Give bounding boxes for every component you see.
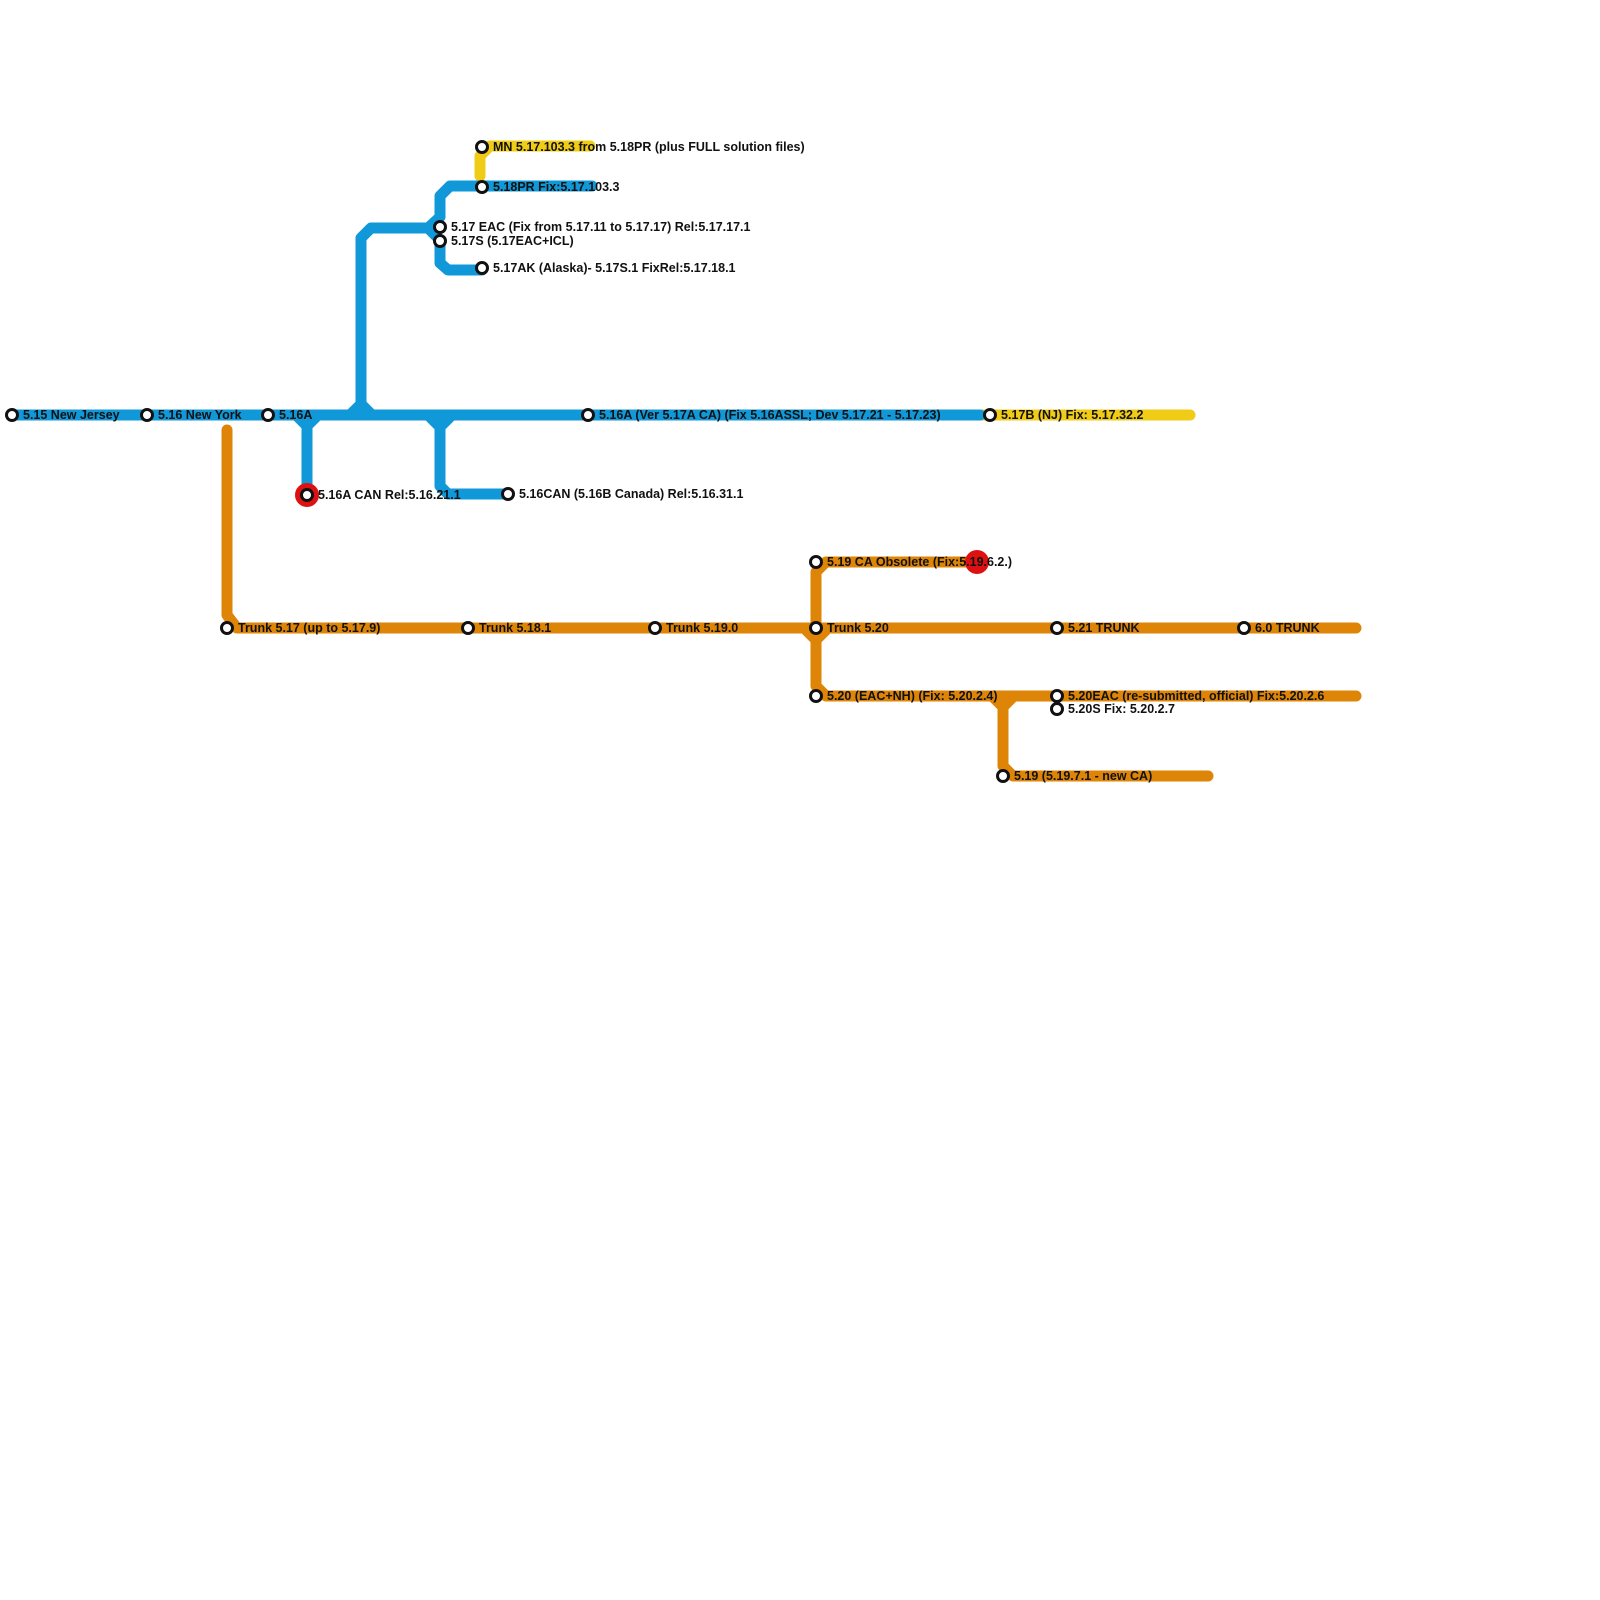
station-marker[interactable] [300, 488, 314, 502]
orange-branch-519ca [810, 556, 981, 634]
blue-branch-up-spur [355, 398, 378, 421]
station-label: 5.16 New York [158, 408, 242, 422]
station-label: 5.20 (EAC+NH) (Fix: 5.20.2.4) [827, 689, 998, 703]
blue-branch-516a-can-spur [301, 409, 324, 432]
station-marker[interactable] [996, 769, 1010, 783]
station-label: 5.18PR Fix:5.17.103.3 [493, 180, 620, 194]
station-label: Trunk 5.20 [827, 621, 889, 635]
station-marker[interactable] [809, 689, 823, 703]
obsolete-endpoint-marker [965, 550, 989, 574]
blue-line [6, 180, 986, 501]
blue-branch-516can [422, 409, 514, 500]
orange-branch-520-spur [810, 622, 834, 646]
station-marker[interactable] [1050, 621, 1064, 635]
station-label: 5.17AK (Alaska)- 5.17S.1 FixRel:5.17.18.… [493, 261, 736, 275]
station-label: 5.16A [279, 408, 312, 422]
station-label: MN 5.17.103.3 from 5.18PR (plus FULL sol… [493, 140, 805, 154]
station-marker[interactable] [461, 621, 475, 635]
station-marker[interactable] [220, 621, 234, 635]
station-label: 5.16CAN (5.16B Canada) Rel:5.16.31.1 [519, 487, 743, 501]
station-marker[interactable] [1237, 621, 1251, 635]
station-marker[interactable] [475, 140, 489, 154]
station-label: 5.19 CA Obsolete (Fix:5.19.6.2.) [827, 555, 1012, 569]
station-marker[interactable] [581, 408, 595, 422]
station-marker[interactable] [475, 261, 489, 275]
blue-branch-516can-spur [434, 409, 458, 433]
station-label: Trunk 5.18.1 [479, 621, 551, 635]
station-label: 5.17B (NJ) Fix: 5.17.32.2 [1001, 408, 1143, 422]
station-label: 6.0 TRUNK [1255, 621, 1320, 635]
orange-branch-519new-spur [997, 690, 1020, 713]
labels: 5.15 New Jersey 5.16 New York 5.16A 5.16A C… [23, 140, 1324, 783]
station-label: 5.16A (Ver 5.17A CA) (Fix 5.16ASSL; Dev … [599, 408, 941, 422]
station-marker[interactable] [983, 408, 997, 422]
orange-line [221, 424, 1362, 782]
station-label: 5.15 New Jersey [23, 408, 120, 422]
station-marker[interactable] [140, 408, 154, 422]
station-marker[interactable] [648, 621, 662, 635]
station-label: Trunk 5.17 (up to 5.17.9) [238, 621, 380, 635]
station-label: 5.16A CAN Rel:5.16.21.1 [318, 488, 461, 502]
orange-branch-520 [798, 622, 1362, 702]
station-label: 5.17 EAC (Fix from 5.17.11 to 5.17.17) R… [451, 220, 751, 234]
orange-trunk-drop [221, 424, 1362, 634]
station-marker[interactable] [261, 408, 275, 422]
station-label: 5.20EAC (re-submitted, official) Fix:5.2… [1068, 689, 1324, 703]
station-marker[interactable] [433, 234, 447, 248]
station-marker[interactable] [809, 621, 823, 635]
station-marker[interactable] [433, 220, 447, 234]
station-marker[interactable] [809, 555, 823, 569]
station-label: 5.17S (5.17EAC+ICL) [451, 234, 574, 248]
station-label: Trunk 5.19.0 [666, 621, 738, 635]
station-label: 5.21 TRUNK [1068, 621, 1140, 635]
station-marker[interactable] [475, 180, 489, 194]
station-marker[interactable] [501, 487, 515, 501]
station-label: 5.20S Fix: 5.20.2.7 [1068, 702, 1175, 716]
station-label: 5.19 (5.19.7.1 - new CA) [1014, 769, 1152, 783]
stations [5, 140, 1251, 783]
station-marker[interactable] [1050, 702, 1064, 716]
station-marker[interactable] [1050, 689, 1064, 703]
station-marker[interactable] [5, 408, 19, 422]
